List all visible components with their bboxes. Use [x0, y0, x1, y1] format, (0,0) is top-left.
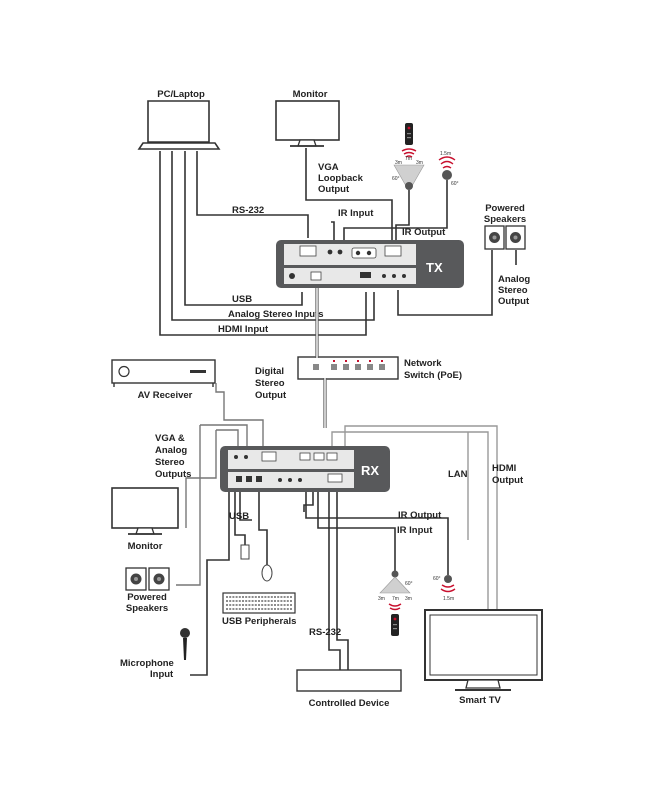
tx-remote-range-right: 3m	[416, 160, 423, 166]
smart-tv-label: Smart TV	[459, 695, 501, 706]
speaker-icon	[125, 567, 170, 591]
digital-stereo-output-label-2: Stereo	[255, 378, 285, 389]
network-switch-icon	[297, 356, 399, 380]
rx-unit	[220, 446, 390, 492]
rx-emitter-range: 1.5m	[443, 596, 454, 602]
keyboard-icon	[222, 592, 296, 614]
speaker-icon	[484, 225, 526, 250]
rx-wiring	[176, 383, 498, 676]
powered-speakers-top-label-1: Powered	[485, 203, 525, 214]
rx-remote-range-right: 3m	[405, 596, 412, 602]
tx-remote-range-center: 7m	[405, 156, 412, 162]
ir-input-rx-label: IR Input	[397, 525, 433, 536]
tx-remote-angle: 60°	[392, 176, 400, 182]
usb-rx-label: USB	[229, 511, 249, 522]
digital-stereo-output-label-1: Digital	[255, 366, 284, 377]
tx-wiring	[159, 148, 517, 336]
vga-analog-outputs-label-4: Outputs	[155, 469, 191, 480]
network-switch-label-2: Switch (PoE)	[404, 370, 462, 381]
vga-loopback-label-2: Loopback	[318, 173, 364, 184]
controlled-device-icon	[296, 669, 402, 692]
rx-remote-range-center: 7m	[392, 596, 399, 602]
usb-tx-label: USB	[232, 294, 252, 305]
analog-stereo-output-label-3: Output	[498, 296, 530, 307]
ir-emitter-icon	[440, 575, 456, 593]
rx-remote-range-left: 3m	[378, 596, 385, 602]
microphone-input-label-2: Input	[150, 669, 174, 680]
vga-analog-outputs-label-2: Analog	[155, 445, 187, 456]
monitor-icon	[275, 100, 340, 147]
microphone-icon	[180, 628, 190, 660]
ir-input-tx-label: IR Input	[338, 208, 374, 219]
rs232-tx-label: RS-232	[232, 205, 264, 216]
powered-speakers-top-label-2: Speakers	[484, 214, 526, 225]
tx-unit	[276, 240, 464, 288]
rx-unit-label: RX	[361, 463, 379, 478]
hdmi-output-label-2: Output	[492, 475, 524, 486]
network-switch-label-1: Network	[404, 358, 442, 369]
usb-plug-icon	[240, 544, 250, 560]
vga-loopback-label-3: Output	[318, 184, 350, 195]
microphone-input-label-1: Microphone	[120, 658, 174, 669]
analog-stereo-output-label-1: Analog	[498, 274, 530, 285]
hdmi-output-label-1: HDMI	[492, 463, 516, 474]
usb-peripherals-label: USB Peripherals	[222, 616, 296, 627]
laptop-icon	[137, 100, 221, 150]
vga-loopback-label-1: VGA	[318, 162, 339, 173]
ir-waves-icon	[401, 148, 417, 158]
powered-speakers-bottom-label-2: Speakers	[126, 603, 168, 614]
tx-emitter-range: 1.5m	[440, 151, 451, 157]
rx-emitter-angle: 60°	[433, 576, 441, 582]
ir-receiver-icon	[393, 164, 425, 190]
controlled-device-label: Controlled Device	[309, 698, 390, 709]
vga-analog-outputs-label-1: VGA &	[155, 433, 185, 444]
pc-laptop-label: PC/Laptop	[157, 89, 205, 100]
ir-output-tx-label: IR Output	[402, 227, 446, 238]
remote-control-icon	[405, 123, 413, 145]
lan-label: LAN	[448, 469, 468, 480]
monitor-icon	[111, 487, 179, 535]
vga-analog-outputs-label-3: Stereo	[155, 457, 185, 468]
monitor-bottom-label: Monitor	[128, 541, 163, 552]
ir-output-rx-label: IR Output	[398, 510, 442, 521]
av-receiver-label: AV Receiver	[138, 390, 193, 401]
digital-stereo-output-label-3: Output	[255, 390, 287, 401]
tx-emitter-angle: 60°	[451, 181, 459, 187]
ir-emitter-icon	[438, 156, 456, 180]
tx-unit-label: TX	[426, 260, 443, 275]
analog-stereo-inputs-label: Analog Stereo Inputs	[228, 309, 324, 320]
tx-remote-range-left: 3m	[395, 160, 402, 166]
monitor-top-label: Monitor	[293, 89, 328, 100]
powered-speakers-bottom-label-1: Powered	[127, 592, 167, 603]
ir-receiver-icon	[379, 570, 411, 594]
mouse-icon	[261, 564, 273, 582]
remote-control-icon	[391, 614, 399, 636]
av-receiver-icon	[111, 359, 216, 387]
hdmi-input-label: HDMI Input	[218, 324, 269, 335]
smart-tv-icon	[424, 609, 543, 691]
rs232-rx-label: RS-232	[309, 627, 341, 638]
ir-waves-icon	[388, 603, 402, 611]
rx-remote-angle: 60°	[405, 581, 413, 587]
analog-stereo-output-label-2: Stereo	[498, 285, 528, 296]
lan-cables	[315, 288, 327, 428]
